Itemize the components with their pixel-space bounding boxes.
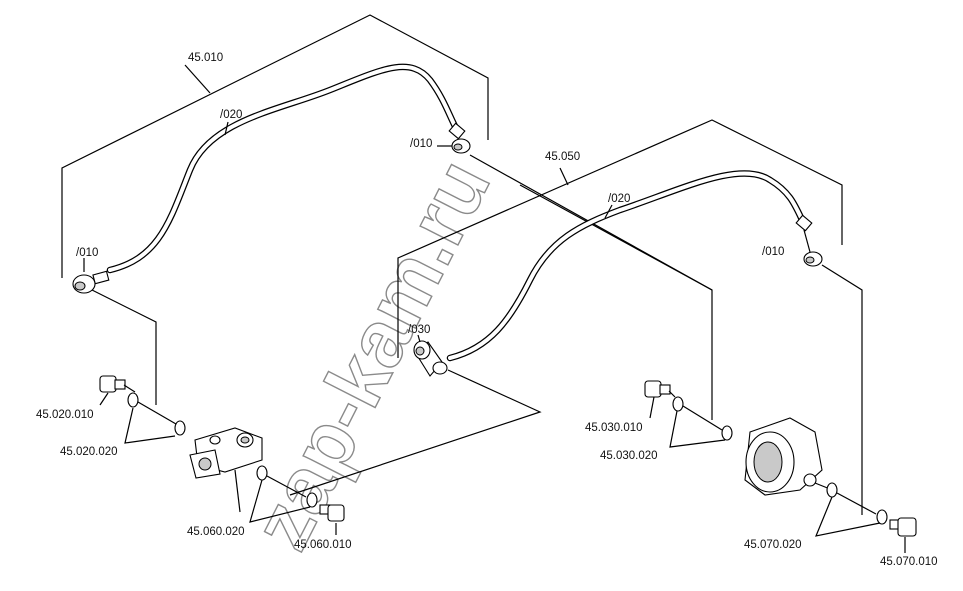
washers-45-060-020 <box>249 465 318 523</box>
label-45-030-020: 45.030.020 <box>600 450 658 462</box>
label-left-fitting-left-010: /010 <box>76 247 98 259</box>
bolt-45-060-010 <box>319 504 345 522</box>
assembly-bracket-45-050 <box>397 119 843 420</box>
valve-block <box>189 427 263 513</box>
label-45-030-010: 45.030.010 <box>585 422 643 434</box>
left-fitting-left <box>72 258 157 405</box>
bolt-45-070-010 <box>889 517 917 537</box>
right-pipe <box>446 170 807 362</box>
label-45-060-020: 45.060.020 <box>187 526 245 538</box>
label-45-020-010: 45.020.010 <box>36 409 94 421</box>
label-left-fitting-right-010: /010 <box>410 138 432 150</box>
label-45-070-020: 45.070.020 <box>744 539 802 551</box>
label-right-fitting-right-010: /010 <box>762 246 784 258</box>
washers-45-070-020 <box>815 482 888 537</box>
washers-45-030-020 <box>669 396 733 448</box>
left-pipe <box>106 63 462 274</box>
right-fitting-left-elbow <box>289 334 542 496</box>
label-45-050: 45.050 <box>545 151 580 163</box>
right-fitting-right <box>795 214 863 515</box>
label-45-020-020: 45.020.020 <box>60 446 118 458</box>
assembly-bracket-45-010 <box>61 14 489 278</box>
label-45-070-010: 45.070.010 <box>880 556 938 568</box>
bolt-45-020-010 <box>99 375 136 393</box>
label-left-pipe-020: /020 <box>220 109 242 121</box>
label-45-060-010: 45.060.010 <box>294 539 352 551</box>
label-right-pipe-020: /020 <box>608 193 630 205</box>
label-45-010: 45.010 <box>188 52 223 64</box>
bolt-45-030-010 <box>644 380 676 398</box>
pump-housing <box>744 417 831 496</box>
label-right-fitting-left-030: /030 <box>408 324 430 336</box>
washers-45-020-020 <box>124 392 186 444</box>
